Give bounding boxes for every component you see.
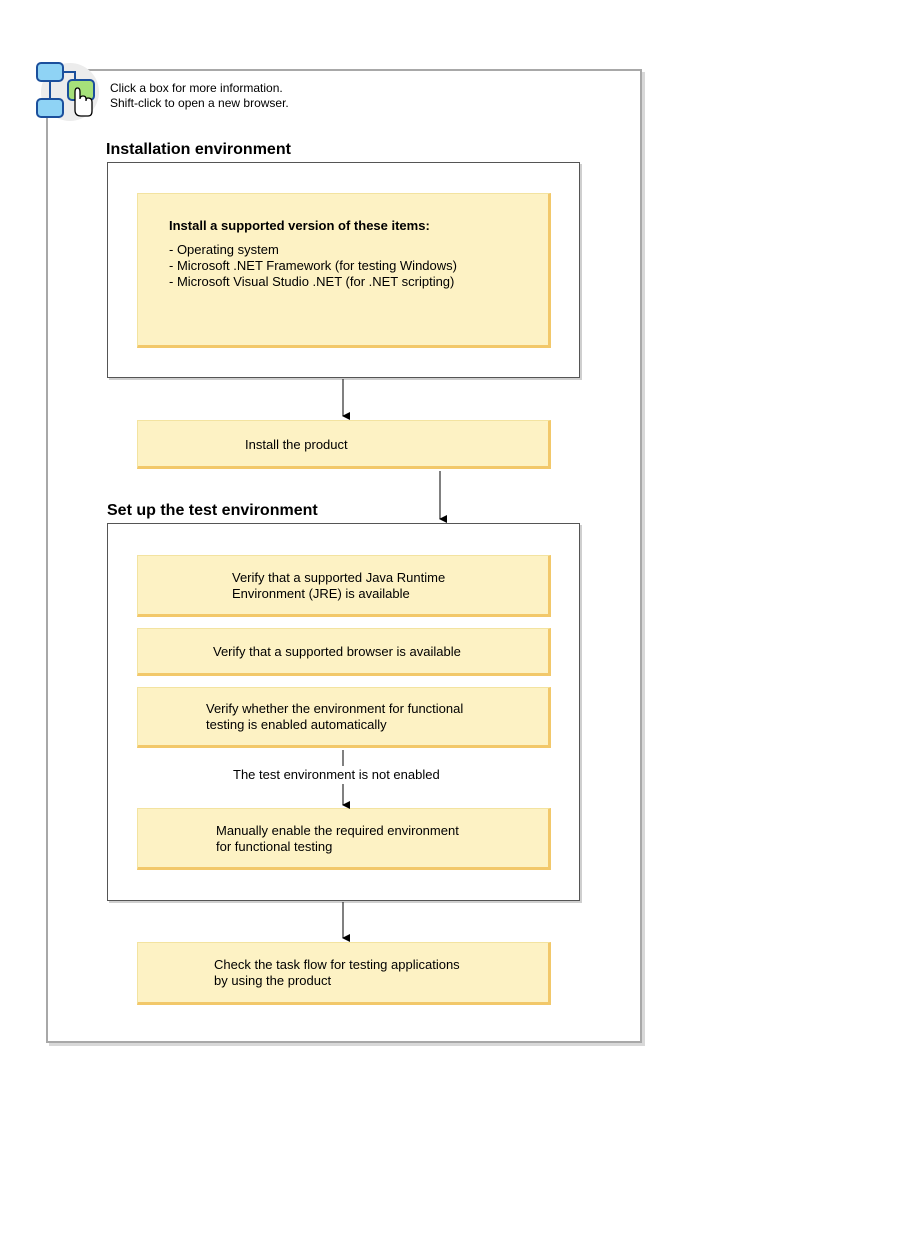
requirement-item: - Microsoft Visual Studio .NET (for .NET…: [169, 274, 455, 289]
manual-enable-label: Manually enable the required environment…: [216, 823, 459, 855]
verify-jre-label: Verify that a supported Java Runtime Env…: [232, 570, 445, 602]
flowchart-click-icon: [36, 62, 99, 121]
requirement-item: - Operating system: [169, 242, 279, 257]
check-task-flow-label: Check the task flow for testing applicat…: [214, 957, 460, 989]
hint-text: Click a box for more information. Shift-…: [110, 81, 289, 111]
install-product-label: Install the product: [245, 437, 348, 452]
install-requirements-box[interactable]: Install a supported version of these ite…: [137, 193, 551, 348]
verify-enabled-box[interactable]: Verify whether the environment for funct…: [137, 687, 551, 748]
requirements-content: Install a supported version of these ite…: [169, 218, 457, 290]
manual-enable-line-1: Manually enable the required environment: [216, 823, 459, 838]
manual-enable-box[interactable]: Manually enable the required environment…: [137, 808, 551, 870]
requirements-title: Install a supported version of these ite…: [169, 218, 430, 233]
installation-heading: Installation environment: [106, 141, 291, 158]
verify-enabled-line-2: testing is enabled automatically: [206, 717, 387, 732]
check-task-flow-box[interactable]: Check the task flow for testing applicat…: [137, 942, 551, 1005]
verify-browser-box[interactable]: Verify that a supported browser is avail…: [137, 628, 551, 676]
not-enabled-label: The test environment is not enabled: [233, 767, 440, 782]
requirement-item: - Microsoft .NET Framework (for testing …: [169, 258, 457, 273]
hint-line-2: Shift-click to open a new browser.: [110, 96, 289, 110]
verify-browser-label: Verify that a supported browser is avail…: [213, 644, 461, 659]
manual-enable-line-2: for functional testing: [216, 839, 333, 854]
verify-jre-box[interactable]: Verify that a supported Java Runtime Env…: [137, 555, 551, 617]
verify-enabled-line-1: Verify whether the environment for funct…: [206, 701, 464, 716]
install-product-box[interactable]: Install the product: [137, 420, 551, 469]
check-task-flow-line-2: by using the product: [214, 973, 332, 988]
hint-line-1: Click a box for more information.: [110, 81, 283, 95]
test-env-heading: Set up the test environment: [107, 502, 318, 519]
verify-enabled-label: Verify whether the environment for funct…: [206, 701, 463, 733]
check-task-flow-line-1: Check the task flow for testing applicat…: [214, 957, 460, 972]
verify-jre-line-1: Verify that a supported Java Runtime: [232, 570, 446, 585]
verify-jre-line-2: Environment (JRE) is available: [232, 586, 410, 601]
